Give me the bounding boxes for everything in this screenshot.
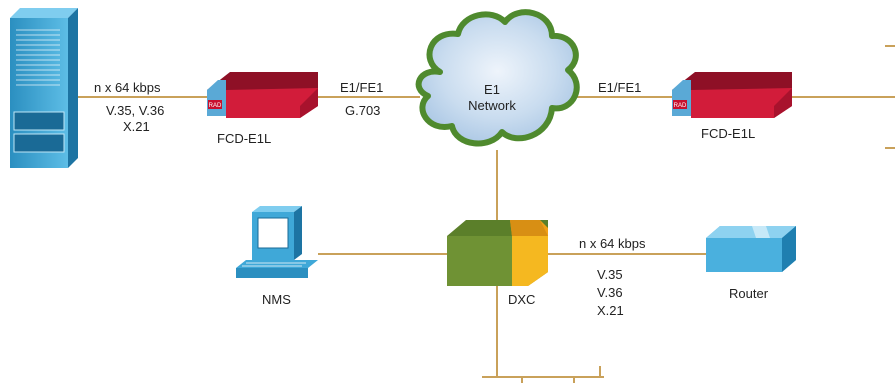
left-x21-label: X.21 bbox=[123, 119, 150, 134]
dxc-label: DXC bbox=[508, 292, 536, 307]
router-icon bbox=[706, 226, 796, 272]
nms-label: NMS bbox=[262, 292, 291, 307]
router-link-rate-label: n x 64 kbps bbox=[579, 236, 646, 251]
rad-logo-left bbox=[208, 100, 222, 109]
e1fe1-left-label: E1/FE1 bbox=[340, 80, 384, 95]
router-label: Router bbox=[729, 286, 769, 301]
rad-badge-right: RAD bbox=[674, 103, 687, 109]
e1fe1-right-label: E1/FE1 bbox=[598, 80, 642, 95]
rad-logo-right bbox=[673, 100, 687, 109]
left-interface-label: V.35, V.36 bbox=[106, 103, 165, 118]
left-link-rate-label: n x 64 kbps bbox=[94, 80, 161, 95]
nms-computer-icon bbox=[236, 206, 318, 278]
fcd-right-label: FCD-E1L bbox=[701, 126, 756, 141]
rad-badge-left: RAD bbox=[209, 103, 222, 109]
fcd-e1l-right-device: RAD bbox=[672, 72, 792, 118]
g703-label: G.703 bbox=[345, 103, 381, 118]
dxc-device-icon bbox=[447, 220, 548, 286]
server-icon bbox=[10, 8, 78, 168]
router-v35-label: V.35 bbox=[597, 267, 623, 282]
router-v36-label: V.36 bbox=[597, 285, 623, 300]
e1-network-cloud-icon bbox=[415, 9, 580, 147]
cloud-e1-label: E1 bbox=[484, 82, 500, 97]
router-x21-label: X.21 bbox=[597, 303, 624, 318]
fcd-e1l-left-device: RAD bbox=[207, 72, 318, 118]
connection-lines bbox=[78, 45, 895, 383]
cloud-network-label: Network bbox=[468, 98, 516, 113]
fcd-left-label: FCD-E1L bbox=[217, 131, 272, 146]
